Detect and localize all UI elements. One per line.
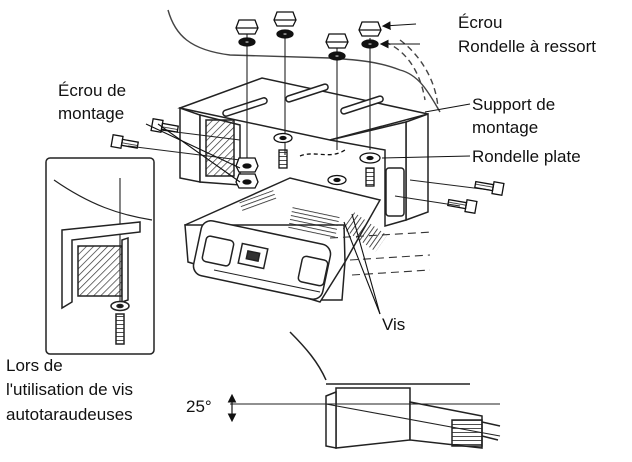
label-screw: Vis [382, 315, 406, 334]
angled-radio-illustration [230, 331, 501, 449]
dashboard-outline [167, 9, 441, 113]
leader-lines [145, 21, 471, 315]
label-mounting-nut-2: montage [58, 104, 125, 123]
top-nuts-washers [235, 11, 382, 61]
label-flat-washer: Rondelle plate [472, 147, 581, 166]
label-mounting-nut-1: Écrou de [58, 81, 127, 100]
label-spring-washer: Rondelle à ressort [458, 37, 596, 56]
inset-self-tapping [45, 157, 155, 355]
label-mounting-bracket-1: Support de [472, 95, 556, 114]
label-self-tapping-1: Lors de [6, 356, 63, 375]
label-mounting-bracket-2: montage [472, 118, 539, 137]
label-self-tapping-3: autotaraudeuses [6, 405, 133, 424]
side-bolts [110, 117, 505, 215]
label-angle: 25° [186, 397, 212, 416]
label-nut: Écrou [458, 13, 503, 32]
label-self-tapping-2: l'utilisation de vis [6, 380, 134, 399]
radio-unit [184, 177, 388, 303]
